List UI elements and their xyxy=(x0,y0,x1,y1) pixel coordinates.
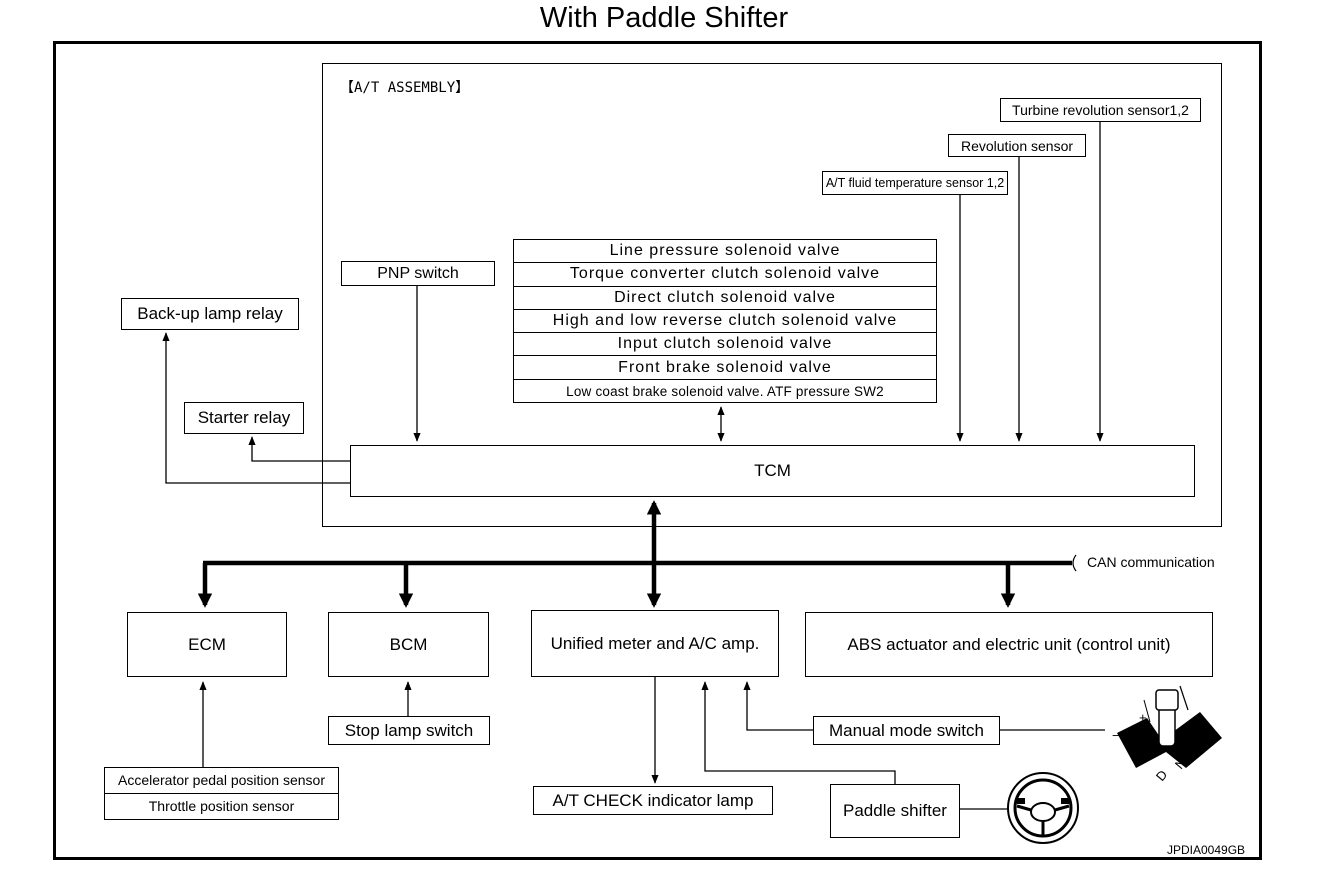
manual-mode-meter-line xyxy=(743,681,813,731)
tcm-box: TCM xyxy=(350,445,1195,497)
accel-pedal-sensor: Accelerator pedal position sensor xyxy=(105,768,338,794)
gate-plus-label: + xyxy=(1139,710,1147,725)
solenoid-valves-box: Line pressure solenoid valve Torque conv… xyxy=(513,239,937,403)
fluid-temp-sensor-box: A/T fluid temperature sensor 1,2 xyxy=(822,171,1008,195)
backup-lamp-line xyxy=(162,332,350,484)
abs-box: ABS actuator and electric unit (control … xyxy=(805,612,1213,677)
manual-mode-switch-box: Manual mode switch xyxy=(813,716,1000,745)
valve-row: Front brake solenoid valve xyxy=(514,356,936,380)
throttle-position-sensor: Throttle position sensor xyxy=(148,798,295,815)
steering-wheel-icon xyxy=(1007,772,1079,844)
revolution-sensor-box: Revolution sensor xyxy=(948,134,1086,157)
backup-lamp-relay-box: Back-up lamp relay xyxy=(121,298,299,330)
valve-row: Low coast brake solenoid valve. ATF pres… xyxy=(566,383,884,399)
figure-id: JPDIA0049GB xyxy=(1167,843,1246,857)
valve-row: Torque converter clutch solenoid valve xyxy=(514,263,936,287)
check-lamp-box: A/T CHECK indicator lamp xyxy=(533,786,773,815)
outer-frame xyxy=(53,41,1262,860)
gate-minus-label: − xyxy=(1112,728,1120,743)
meter-box: Unified meter and A/C amp. xyxy=(531,610,779,677)
ecm-sensors-box: Accelerator pedal position sensor Thrott… xyxy=(104,767,339,820)
at-assembly-label: 【A/T ASSEMBLY】 xyxy=(340,80,470,96)
stop-lamp-switch-box: Stop lamp switch xyxy=(328,716,490,745)
gate-d-label: D xyxy=(1153,767,1171,784)
can-communication-label: CAN communication xyxy=(1087,554,1215,570)
valve-row: Line pressure solenoid valve xyxy=(514,240,936,264)
valve-row: High and low reverse clutch solenoid val… xyxy=(514,310,936,334)
can-label-bracket xyxy=(1072,554,1077,572)
pnp-switch-box: PNP switch xyxy=(341,261,495,286)
bcm-box: BCM xyxy=(328,612,489,677)
at-assembly-box xyxy=(322,63,1222,527)
starter-relay-line xyxy=(248,436,350,462)
valve-row: Input clutch solenoid valve xyxy=(514,333,936,357)
valve-row: Direct clutch solenoid valve xyxy=(514,287,936,310)
ecm-box: ECM xyxy=(127,612,287,677)
paddle-shifter-box: Paddle shifter xyxy=(830,784,960,838)
paddle-meter-line xyxy=(701,681,896,784)
shift-lever-icon xyxy=(1117,685,1222,768)
starter-relay-box: Starter relay xyxy=(184,402,304,434)
diagram-title: With Paddle Shifter xyxy=(539,2,789,34)
turbine-sensor-box: Turbine revolution sensor1,2 xyxy=(1000,98,1201,122)
